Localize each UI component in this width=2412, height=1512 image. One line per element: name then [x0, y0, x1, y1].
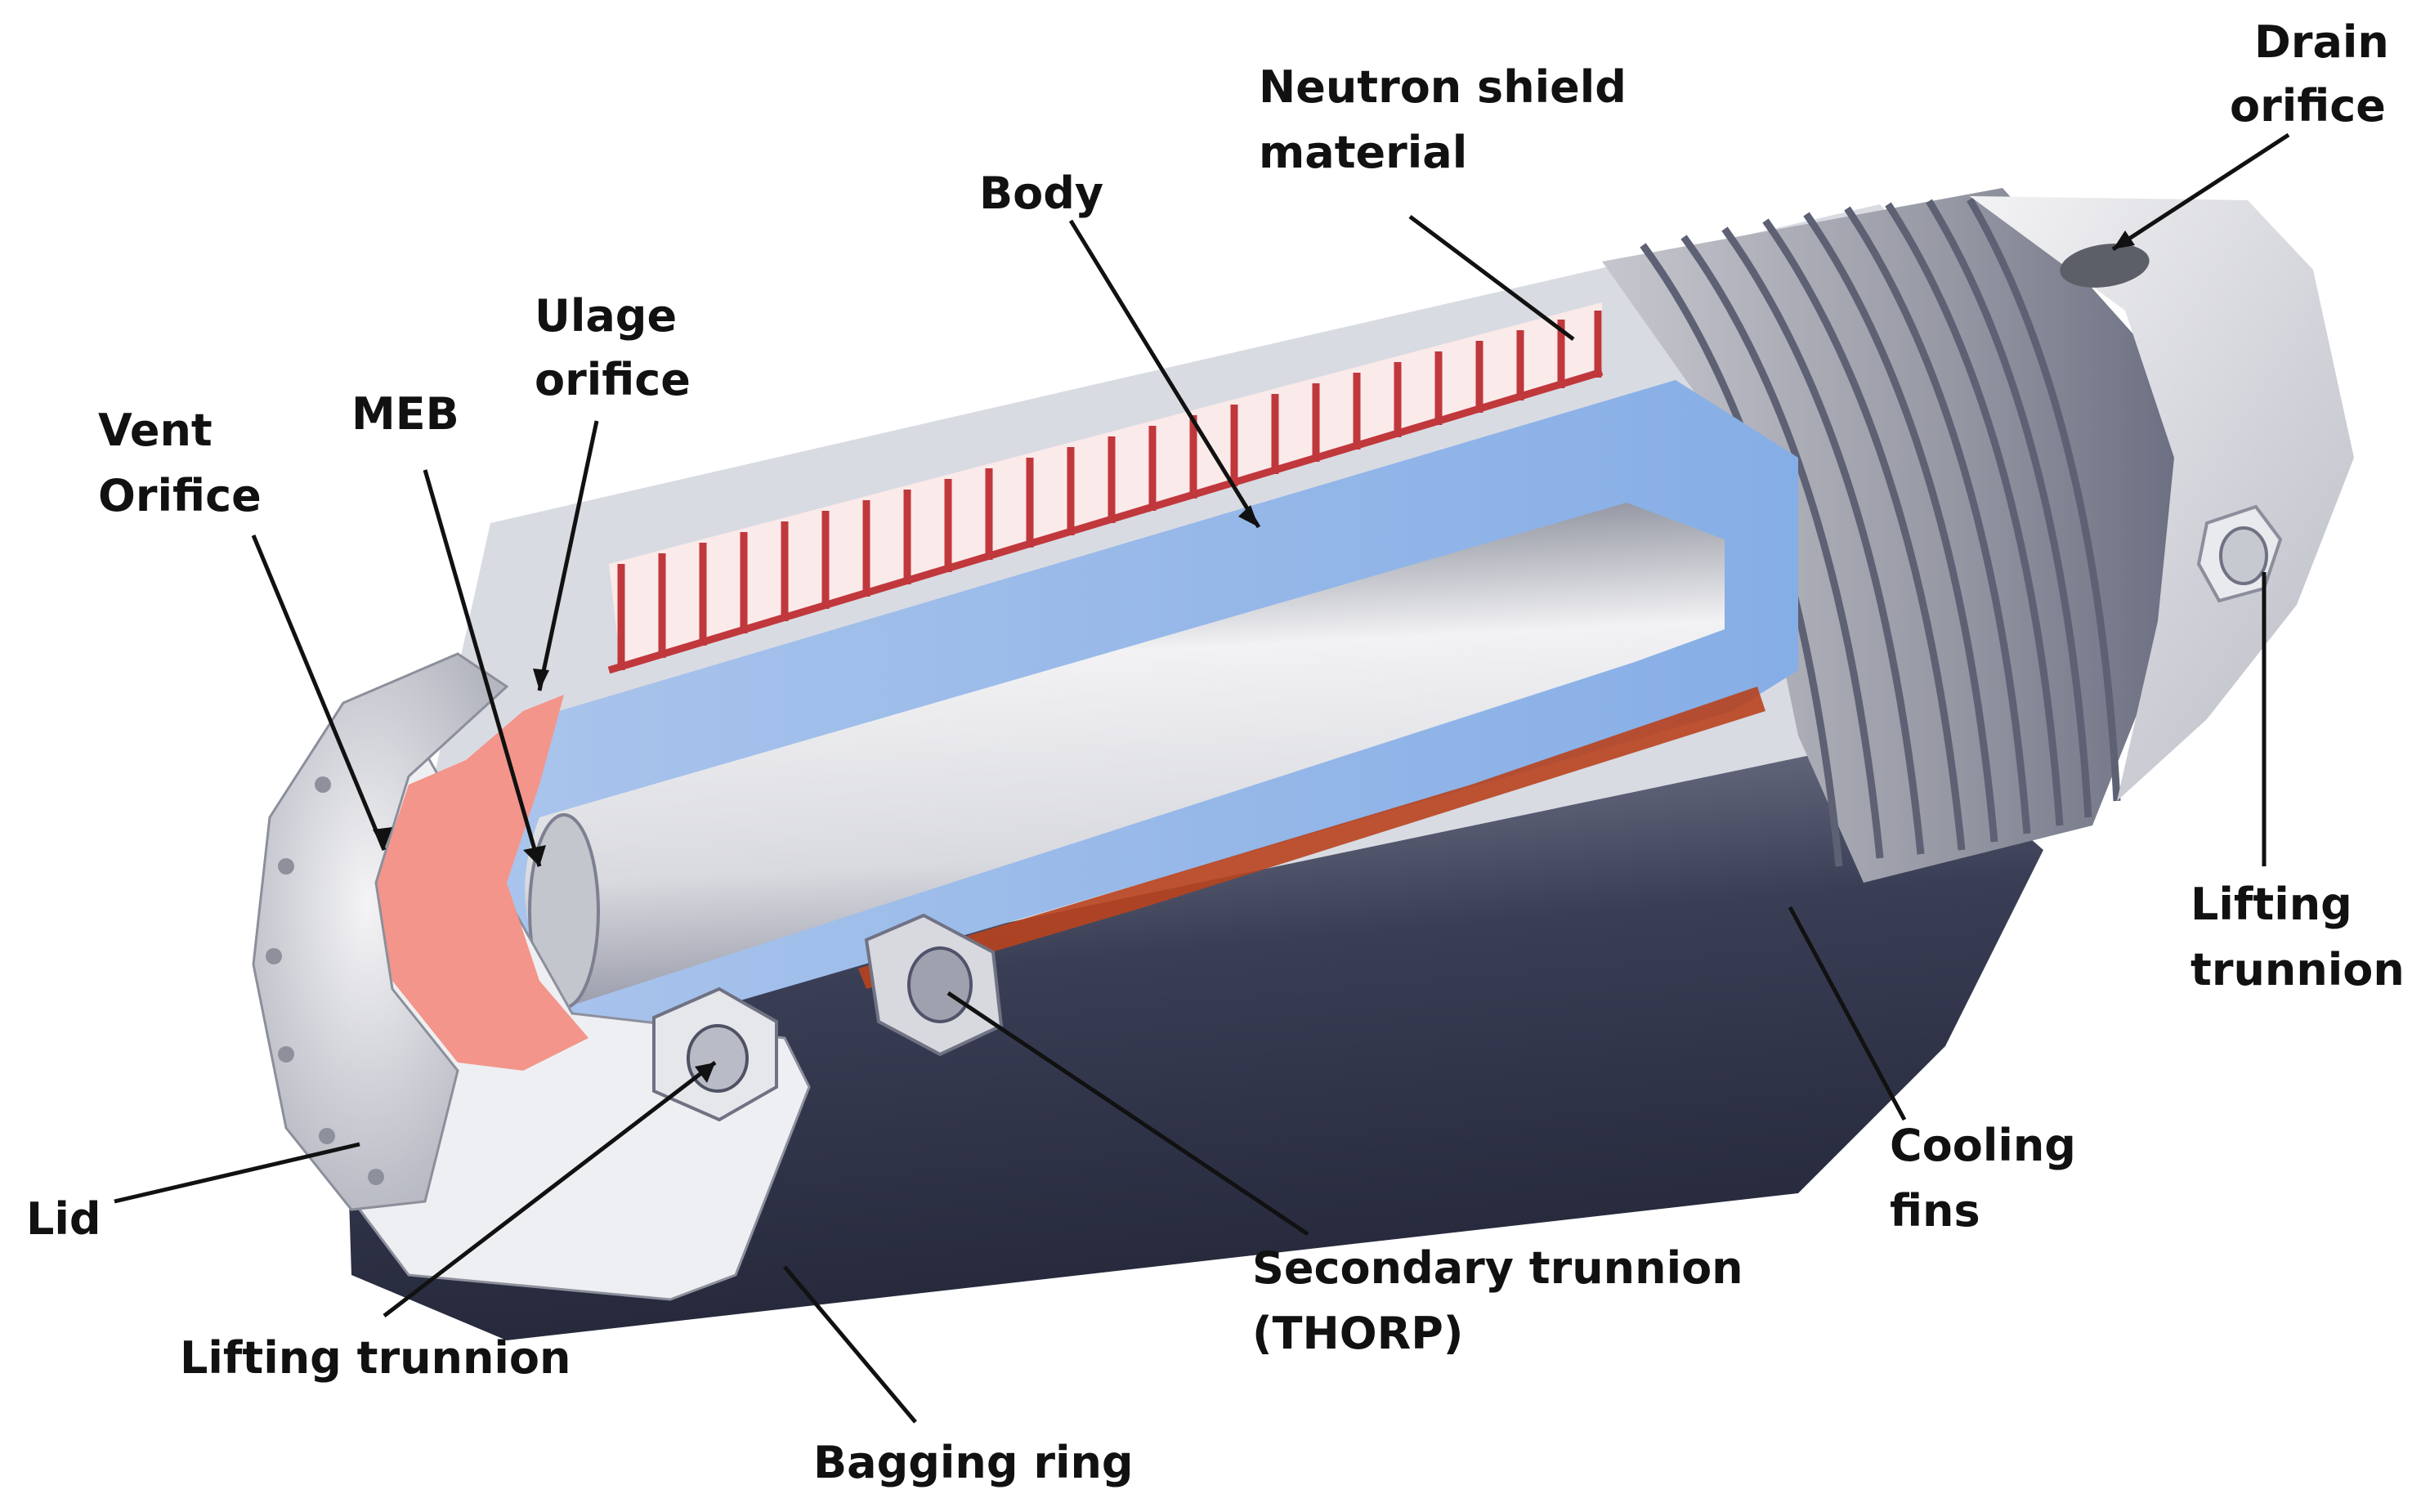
label-lifting-trunnion-left: Lifting trunnion — [180, 1332, 571, 1384]
lid — [252, 652, 509, 1211]
label-vent-orifice: Vent Orifice — [98, 405, 262, 521]
label-body: Body — [979, 168, 1103, 219]
neutron-shield-fins — [607, 311, 1604, 674]
label-ulage-orifice: Ulage orifice — [535, 290, 692, 405]
rust-streak — [858, 687, 1765, 989]
label-meb: MEB — [351, 388, 459, 440]
right-lifting-trunnion — [2196, 504, 2283, 603]
leader-lines — [114, 132, 2290, 1424]
meb-block — [376, 695, 588, 1071]
label-drain-orifice: Drain orifice — [2230, 16, 2405, 132]
leader-arrowheads — [373, 230, 2135, 1083]
label-bagging-ring: Bagging ring — [813, 1437, 1134, 1488]
cooling-fin-grooves — [1640, 197, 2121, 867]
inner-rod — [525, 503, 1725, 1005]
label-secondary-trunnion: Secondary trunnion (THORP) — [1252, 1242, 1758, 1359]
lid-bolts — [266, 776, 384, 1185]
label-neutron-shield-material: Neutron shield material — [1259, 61, 1642, 178]
label-lid: Lid — [26, 1193, 101, 1245]
label-cooling-fins: Cooling fins — [1890, 1120, 2092, 1237]
secondary-trunnion — [864, 913, 1004, 1057]
drain-orifice-hole — [2060, 244, 2150, 288]
end-cap-right — [1970, 196, 2354, 801]
label-lifting-trunnion-right: Lifting trunnion — [2190, 879, 2405, 995]
